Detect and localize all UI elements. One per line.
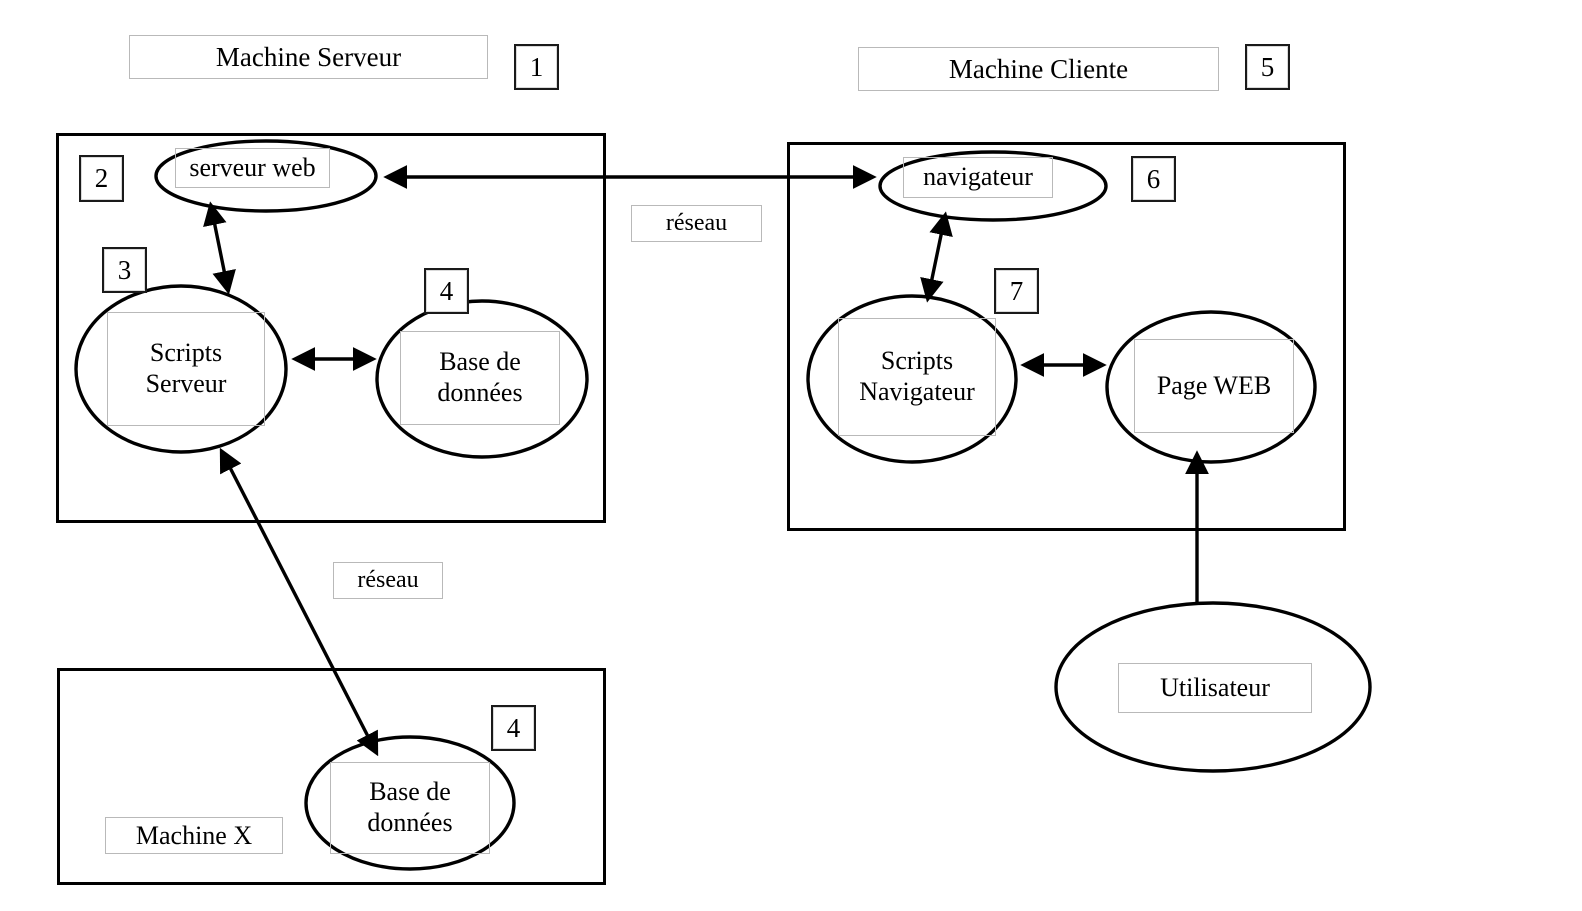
node-label-user: Utilisateur	[1118, 663, 1312, 713]
marker-4-machinex-value: 4	[493, 707, 534, 749]
marker-5: 5	[1245, 44, 1290, 90]
node-label-web-page: Page WEB	[1134, 339, 1294, 433]
node-label-web-server: serveur web	[175, 148, 330, 188]
marker-5-value: 5	[1247, 46, 1288, 88]
marker-4-server: 4	[424, 268, 469, 314]
machine-x-container	[57, 668, 606, 885]
machine-serveur-container	[56, 133, 606, 523]
marker-1-value: 1	[516, 46, 557, 88]
marker-4-machinex: 4	[491, 705, 536, 751]
node-label-browser-scripts: Scripts Navigateur	[838, 318, 996, 436]
machine-cliente-container	[787, 142, 1346, 531]
node-label-server-scripts: Scripts Serveur	[107, 312, 265, 426]
machine-serveur-title: Machine Serveur	[129, 35, 488, 79]
marker-6-value: 6	[1133, 158, 1174, 200]
marker-4-server-value: 4	[426, 270, 467, 312]
node-label-machinex-database: Base de données	[330, 762, 490, 854]
node-label-browser: navigateur	[903, 157, 1053, 198]
network-label-bottom: réseau	[333, 562, 443, 599]
network-label-top: réseau	[631, 205, 762, 242]
marker-6: 6	[1131, 156, 1176, 202]
machine-x-label: Machine X	[105, 817, 283, 854]
marker-7-value: 7	[996, 270, 1037, 312]
marker-2-value: 2	[81, 157, 122, 200]
marker-2: 2	[79, 155, 124, 202]
marker-3-value: 3	[104, 249, 145, 291]
marker-7: 7	[994, 268, 1039, 314]
marker-1: 1	[514, 44, 559, 90]
marker-3: 3	[102, 247, 147, 293]
machine-cliente-title: Machine Cliente	[858, 47, 1219, 91]
node-label-server-database: Base de données	[400, 331, 560, 425]
